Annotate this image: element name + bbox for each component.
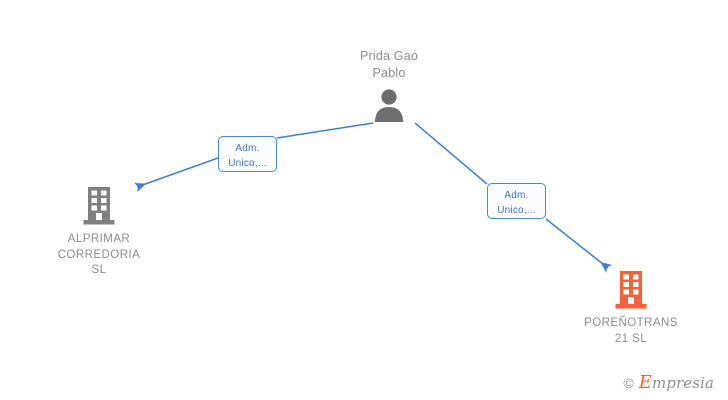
building-icon <box>83 187 115 225</box>
relation-label-alprimar[interactable]: Adm. Unico,... <box>218 136 277 172</box>
building-icon <box>615 271 647 309</box>
brand-name: Empresia <box>639 374 714 392</box>
edge-person-to-porenotrans <box>414 122 613 273</box>
person-name-label: Prida Gao Pablo <box>359 49 419 80</box>
company-name-label: ALPRIMAR CORREDORIA SL <box>57 233 141 276</box>
node-company-porenotrans[interactable]: POREÑOTRANS 21 SL <box>556 270 706 347</box>
node-company-alprimar[interactable]: ALPRIMAR CORREDORIA SL <box>24 186 174 279</box>
brand-rest: mpresia <box>651 374 714 392</box>
relation-label-porenotrans[interactable]: Adm. Unico,... <box>487 183 546 219</box>
brand-initial: E <box>638 372 652 393</box>
copyright-icon: © <box>623 375 634 391</box>
watermark: © Empresia <box>623 374 714 392</box>
person-icon <box>375 89 403 122</box>
edge-person-to-alprimar <box>133 122 374 193</box>
company-name-label: POREÑOTRANS 21 SL <box>584 317 678 345</box>
node-person[interactable]: Prida Gao Pablo <box>329 48 449 122</box>
